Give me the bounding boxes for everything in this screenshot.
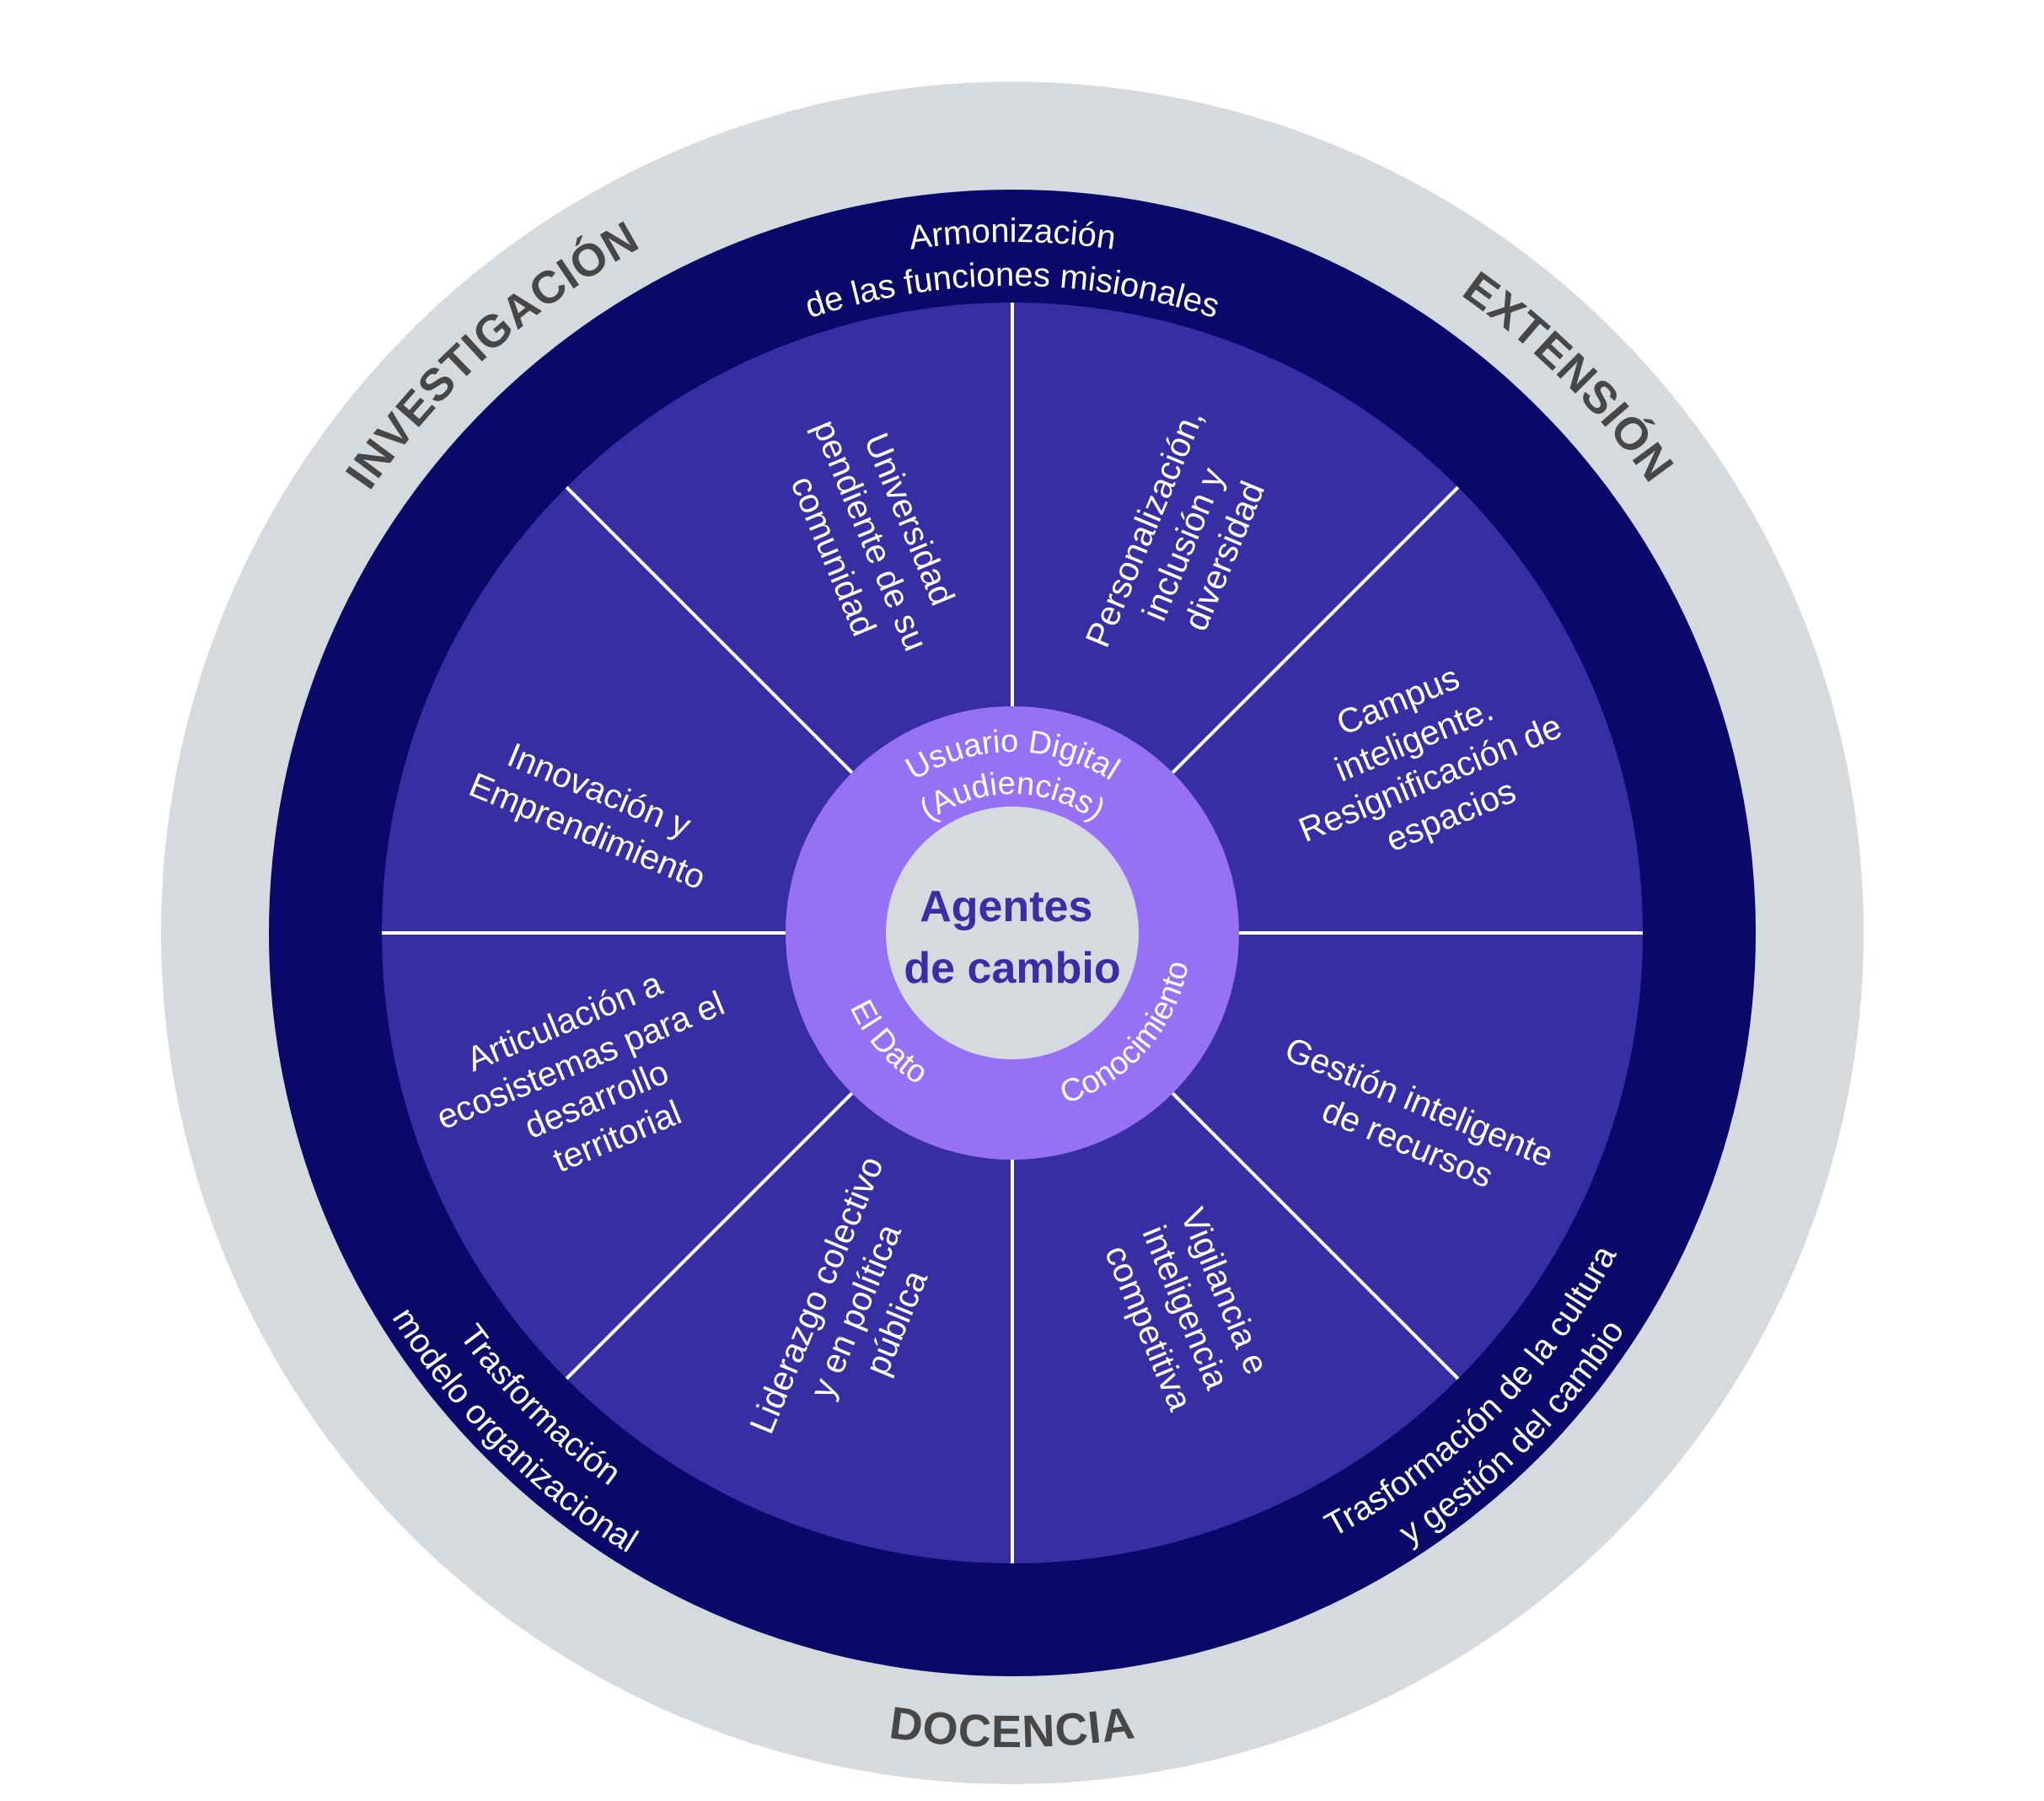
divider-line-225 [565, 485, 854, 775]
center-title-line-1: Agentes [920, 882, 1092, 931]
label-docencia: DOCENCIA [887, 1697, 1138, 1757]
center-disc [886, 807, 1139, 1059]
center-title-line-2: de cambio [904, 944, 1120, 993]
divider-line-45 [1171, 1091, 1460, 1380]
label-docencia-text: DOCENCIA [887, 1697, 1137, 1757]
divider-line-315 [1171, 485, 1460, 775]
sector-dividers [382, 303, 1643, 1563]
divider-line-135 [565, 1091, 854, 1380]
center-title: Agentes de cambio [904, 882, 1120, 993]
